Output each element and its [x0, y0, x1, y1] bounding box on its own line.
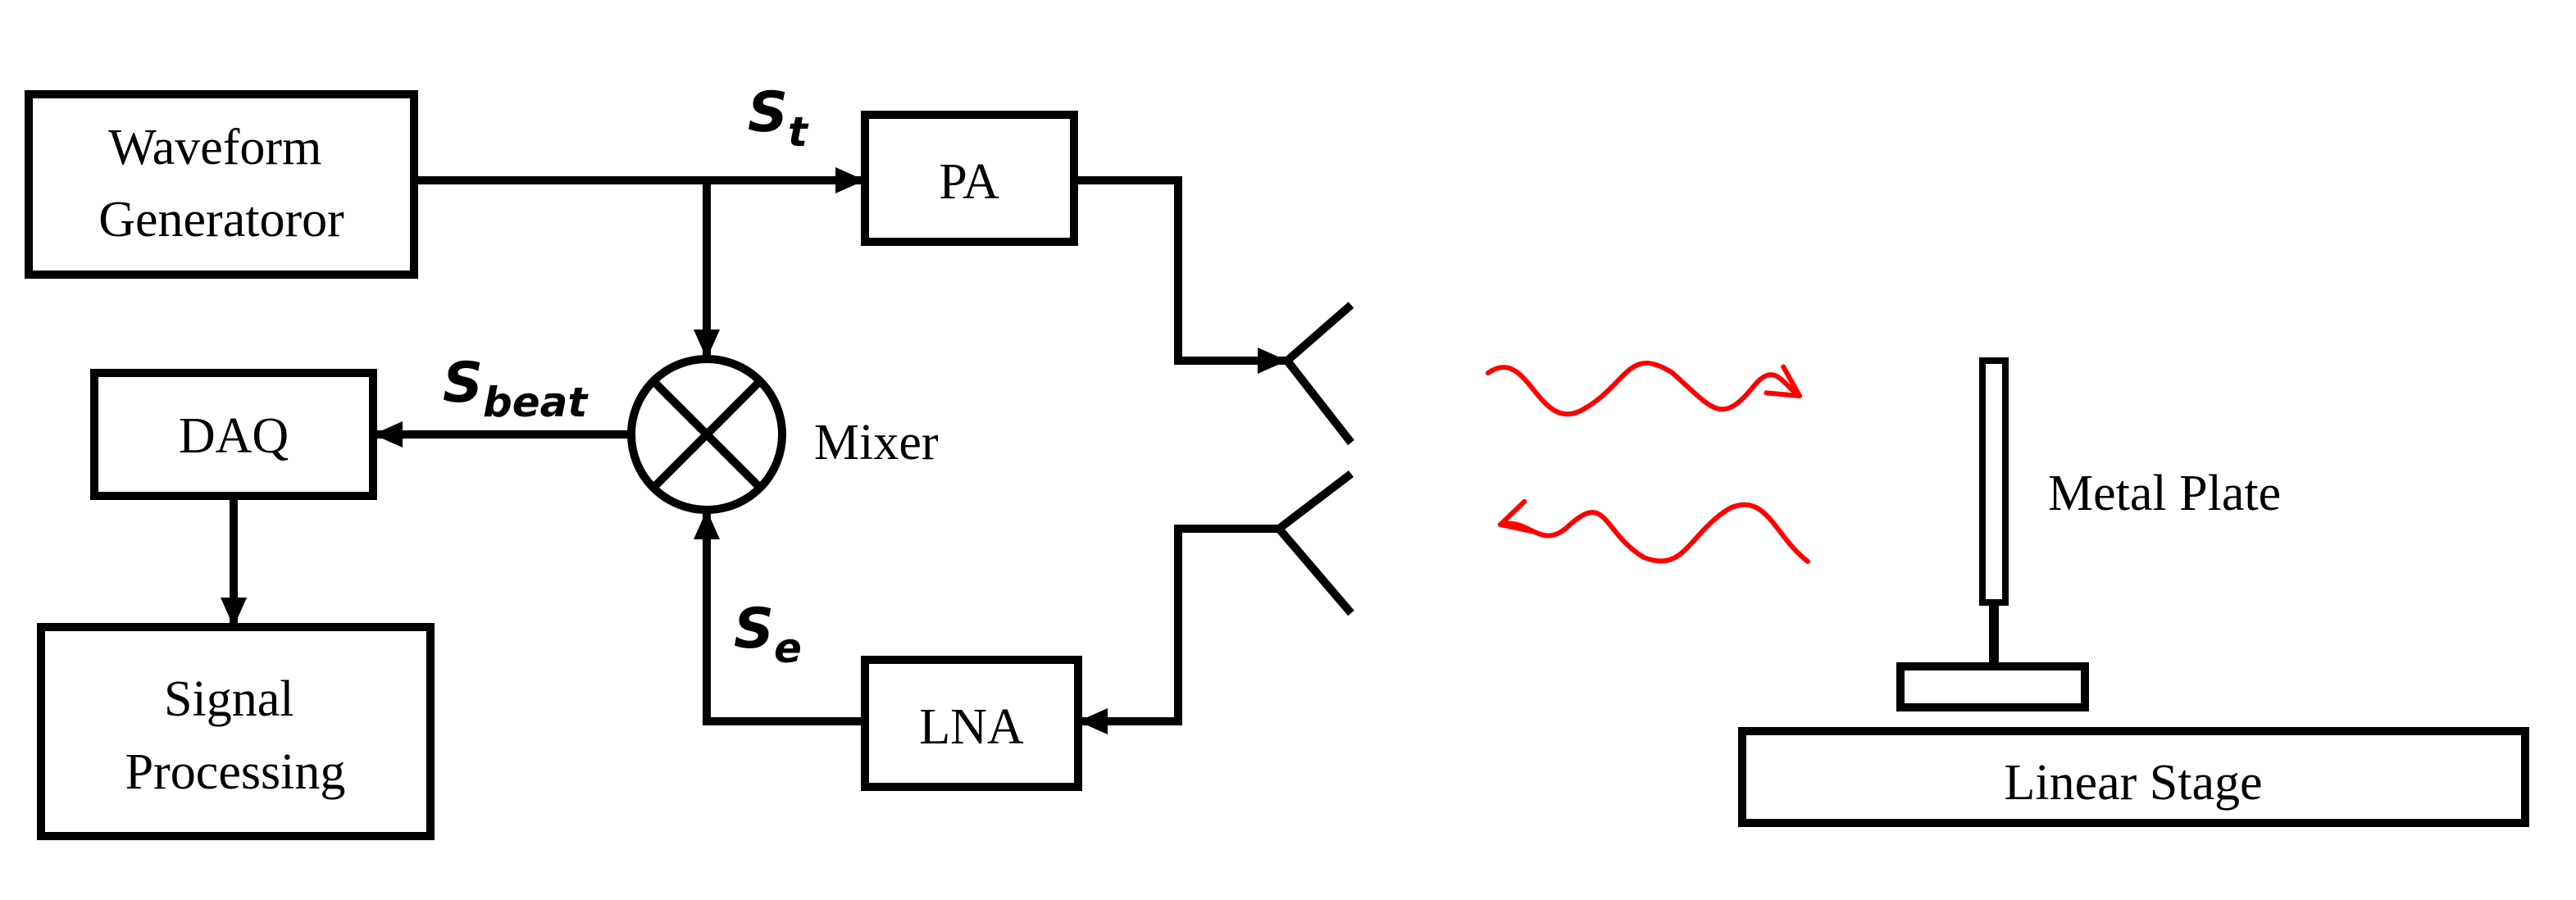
tx-antenna-icon [1281, 302, 1354, 446]
svg-text:Signal Processing: Signal Processing [125, 671, 346, 800]
mixer-label: Mixer [814, 415, 939, 470]
mixer-symbol [627, 355, 786, 514]
reflected-wave-icon [1498, 498, 1810, 564]
signal-st-main: S [748, 80, 788, 145]
lna-block: LNA [861, 656, 1082, 791]
signal-sbeat-label: Sbeat [443, 351, 589, 426]
signal-processing-line-2: Processing [125, 744, 346, 800]
linear-stage-label: Linear Stage [2004, 755, 2262, 811]
lna-label: LNA [919, 699, 1024, 755]
wire-rx-antenna-to-lna [1078, 525, 1279, 734]
waveform-generator-line-2: Generatoror [98, 192, 344, 248]
waveform-generator-block: Waveform Generatoror [25, 90, 418, 279]
transmitted-wave-icon [1486, 361, 1802, 417]
signal-se-label: Se [734, 597, 802, 672]
wire-lna-to-mixer [694, 510, 865, 725]
waveform-generator-line-1: Waveform [108, 120, 321, 175]
signal-se-sub: e [774, 625, 802, 672]
svg-text:Waveform Generatoror: Waveform Generatoror [98, 120, 344, 248]
signal-st-sub: t [788, 108, 809, 156]
linear-stage-block: Linear Stage [1738, 727, 2529, 827]
signal-st-label: St [748, 80, 809, 156]
daq-block: DAQ [90, 369, 377, 500]
wire-pa-to-tx-antenna [1074, 176, 1287, 374]
signal-processing-block: Signal Processing [37, 623, 435, 840]
signal-processing-line-1: Signal [164, 671, 294, 727]
signal-sbeat-main: S [443, 351, 483, 416]
pa-block: PA [861, 111, 1078, 246]
rx-antenna-icon [1272, 470, 1354, 616]
signal-se-main: S [734, 597, 774, 661]
daq-label: DAQ [179, 408, 289, 464]
metal-plate-label: Metal Plate [2048, 466, 2281, 521]
signal-sbeat-sub: beat [483, 379, 589, 426]
metal-plate-icon [1896, 357, 2089, 711]
pa-label: PA [939, 154, 999, 210]
